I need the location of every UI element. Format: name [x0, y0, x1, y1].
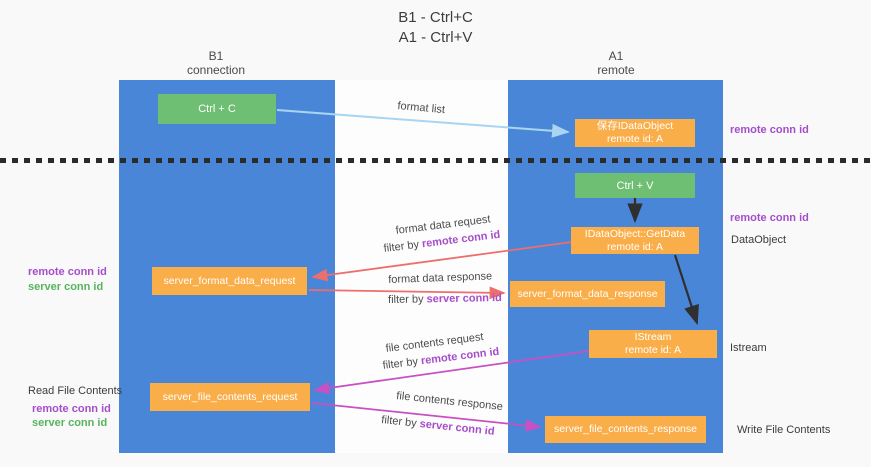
- right-column-header: A1 remote: [556, 49, 676, 77]
- server-file-contents-response-label: server_file_contents_response: [553, 423, 697, 435]
- dashed-divider-line: [0, 158, 871, 163]
- dataobject-label: DataObject: [731, 234, 787, 246]
- istream-side-label: Istream: [730, 342, 767, 354]
- server-format-data-request-label: server_format_data_request: [163, 274, 296, 287]
- getdata-line1: IDataObject::GetData: [584, 227, 686, 240]
- left-column-role: connection: [186, 63, 246, 77]
- ctrl-v-box: Ctrl + V: [575, 173, 695, 198]
- server-file-contents-response-box: server_file_contents_response: [545, 416, 706, 443]
- server-format-data-response-box: server_format_data_response: [510, 281, 665, 307]
- server-format-data-request-box: server_format_data_request: [152, 267, 307, 295]
- diagram-title: B1 - Ctrl+C A1 - Ctrl+V: [0, 8, 871, 48]
- ctrl-v-label: Ctrl + V: [616, 179, 654, 192]
- save-idataobject-line1: 保存IDataObject: [596, 120, 674, 132]
- istream-box: IStream remote id: A: [589, 330, 717, 358]
- left-column-name: B1: [208, 49, 224, 63]
- filter-prefix: filter by: [388, 293, 427, 306]
- left-remote-conn-id-file: remote conn id: [32, 403, 111, 415]
- istream-line2: remote id: A: [624, 344, 682, 356]
- idataobject-getdata-box: IDataObject::GetData remote id: A: [571, 227, 699, 254]
- ctrl-c-label: Ctrl + C: [198, 103, 236, 115]
- filter-key-server-conn-id: server conn id: [426, 292, 502, 306]
- right-remote-conn-id-top: remote conn id: [730, 124, 809, 136]
- read-file-contents-label: Read File Contents: [28, 385, 123, 397]
- server-file-contents-request-box: server_file_contents_request: [150, 383, 310, 411]
- getdata-line2: remote id: A: [606, 240, 664, 253]
- left-column-header: B1 connection: [156, 49, 276, 77]
- left-server-conn-id-format: server conn id: [28, 281, 104, 293]
- title-line-1: B1 - Ctrl+C: [398, 9, 473, 26]
- ctrl-c-box: Ctrl + C: [158, 94, 276, 124]
- write-file-contents-label: Write File Contents: [737, 424, 831, 436]
- left-remote-conn-id-format: remote conn id: [28, 266, 107, 278]
- right-column-role: remote: [597, 63, 635, 77]
- right-remote-conn-id-mid: remote conn id: [730, 212, 809, 224]
- title-line-2: A1 - Ctrl+V: [398, 29, 473, 46]
- save-idataobject-box: 保存IDataObject remote id: A: [575, 119, 695, 147]
- right-column-name: A1: [608, 49, 624, 63]
- format-data-response-filter-label: filter by server conn id: [388, 292, 502, 306]
- server-file-contents-request-label: server_file_contents_request: [162, 390, 298, 403]
- save-idataobject-line2: remote id: A: [606, 133, 664, 145]
- istream-line1: IStream: [634, 331, 672, 343]
- server-format-data-response-label: server_format_data_response: [517, 287, 658, 300]
- left-server-conn-id-file: server conn id: [32, 417, 108, 429]
